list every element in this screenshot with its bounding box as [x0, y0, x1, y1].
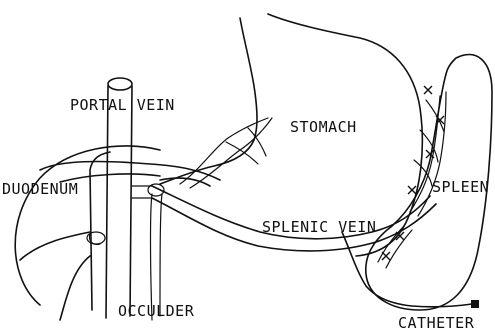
- catheter-tip-marker: [471, 300, 479, 308]
- occluder-device: [148, 184, 164, 320]
- portal-vein: [106, 78, 132, 318]
- label-splenic-vein: SPLENIC VEIN: [262, 218, 376, 236]
- gastric-vessels: [180, 118, 272, 188]
- label-portal-vein: PORTAL VEIN: [70, 96, 175, 114]
- duodenum-loop-markers: [87, 232, 105, 244]
- label-catheter: CATHETER: [398, 314, 475, 331]
- splenic-vein: [132, 178, 436, 251]
- label-duodenum: DUODENUM: [2, 180, 78, 198]
- label-occluder: OCCULDER: [118, 302, 195, 320]
- catheter: [342, 232, 479, 308]
- duodenum-outline: [15, 146, 160, 320]
- label-spleen: SPLEEN: [432, 178, 489, 196]
- label-stomach: STOMACH: [290, 118, 357, 136]
